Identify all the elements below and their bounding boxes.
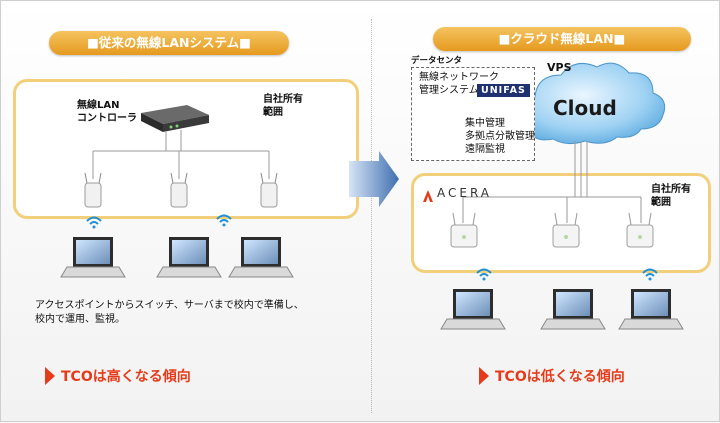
- right-area-label-1: 自社所有: [651, 184, 691, 195]
- right-tco-arrow-icon: [479, 367, 489, 385]
- left-tco-arrow-icon: [45, 367, 55, 385]
- acera-logo-text: ACERA: [437, 186, 493, 200]
- left-area-label-1: 自社所有: [263, 94, 303, 105]
- right-wifi-icon-2: [642, 268, 658, 281]
- right-owned-area-panel: [411, 173, 711, 273]
- feature-2: 多拠点分散管理: [465, 131, 535, 142]
- left-banner: ■従来の無線LANシステム■: [49, 31, 289, 55]
- right-tco-text: TCOは低くなる傾向: [495, 369, 625, 385]
- controller-label-1: 無線LAN: [77, 100, 120, 111]
- left-access-point-2-icon: [170, 172, 188, 208]
- left-description-line-1: アクセスポイントからスイッチ、サーバまで校内で準備し、: [35, 300, 304, 311]
- left-description-line-2: 校内で運用、監視。: [35, 314, 125, 325]
- unifas-logo: UNIFAS: [477, 84, 530, 97]
- center-divider: [371, 19, 372, 413]
- datacenter-label: データセンタ: [411, 56, 463, 66]
- left-wifi-icon-2: [216, 214, 232, 227]
- right-laptop-1-icon: [440, 289, 506, 330]
- mgmt-label-2: 管理システム: [419, 85, 479, 96]
- wlan-controller-icon: [141, 105, 209, 132]
- left-banner-text: ■従来の無線LANシステム■: [87, 35, 251, 50]
- left-access-point-1-icon: [84, 172, 102, 208]
- transition-arrow-icon: [349, 151, 399, 207]
- acera-logo-mark-icon: [423, 187, 433, 202]
- left-laptop-3-icon: [228, 237, 294, 278]
- right-wifi-icon-1: [476, 268, 492, 281]
- right-wiring: [462, 141, 642, 223]
- right-area-label-2: 範囲: [651, 197, 671, 208]
- cloud-icon: [516, 62, 666, 145]
- right-access-point-2-icon: [552, 212, 580, 248]
- left-wiring: [92, 130, 270, 179]
- left-laptop-1-icon: [60, 237, 126, 278]
- right-banner: ■クラウド無線LAN■: [433, 27, 691, 51]
- cloud-label: Cloud: [553, 96, 617, 120]
- feature-3: 遠隔監視: [465, 144, 505, 155]
- left-area-label-2: 範囲: [263, 107, 283, 118]
- right-laptop-2-icon: [540, 289, 606, 330]
- left-tco-text: TCOは高くなる傾向: [61, 369, 191, 385]
- right-access-point-1-icon: [450, 212, 478, 248]
- vps-label: VPS: [547, 61, 572, 74]
- left-laptop-2-icon: [156, 237, 222, 278]
- mgmt-label-1: 無線ネットワーク: [419, 72, 499, 83]
- right-access-point-3-icon: [626, 212, 654, 248]
- feature-1: 集中管理: [465, 118, 505, 129]
- left-access-point-3-icon: [260, 172, 278, 208]
- right-banner-text: ■クラウド無線LAN■: [498, 31, 626, 46]
- controller-label-2: コントローラ: [77, 113, 137, 124]
- left-wifi-icon-1: [86, 216, 102, 229]
- datacenter-box: [411, 67, 535, 161]
- right-laptop-3-icon: [618, 289, 684, 330]
